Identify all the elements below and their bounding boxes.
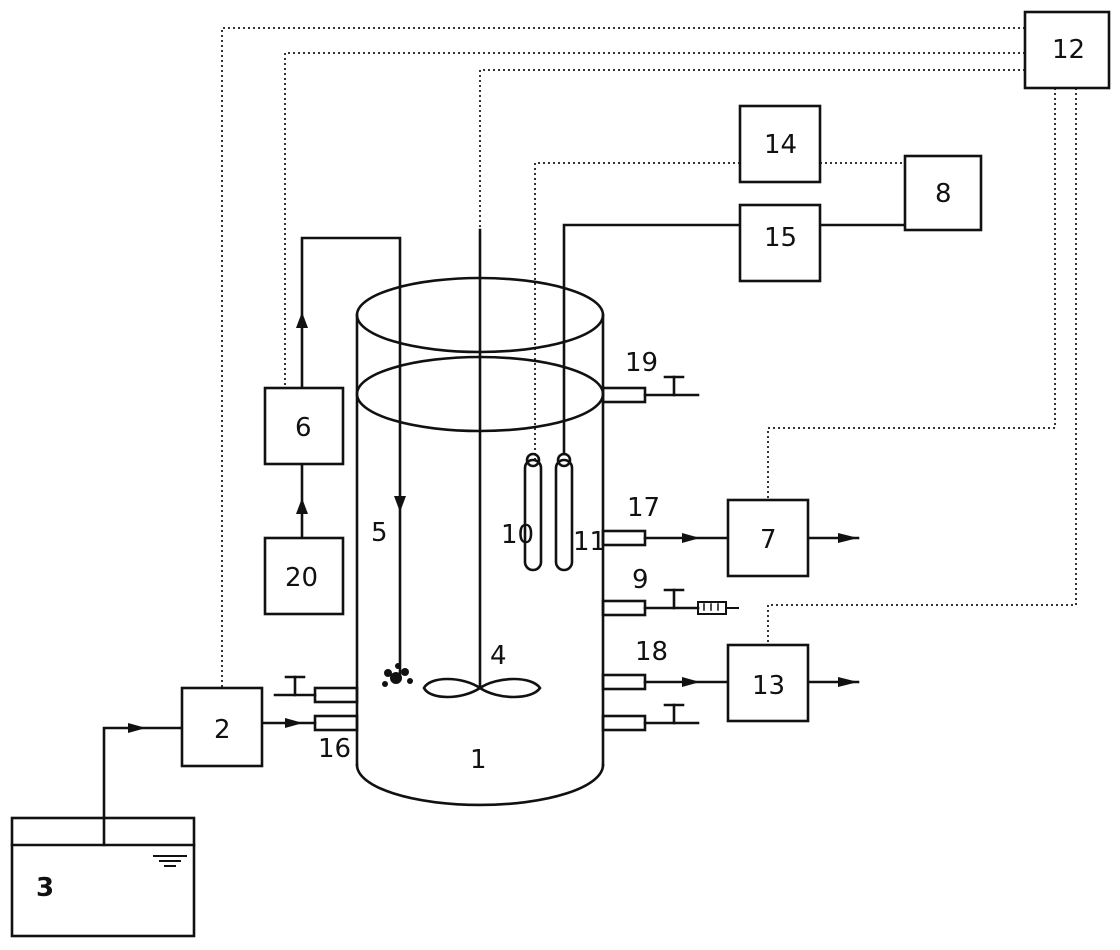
box-7 [726,498,810,578]
label-6: 6 [295,413,312,443]
flow-arrow-20-to-6 [296,498,308,514]
label-17: 17 [627,493,660,523]
right-ports [601,375,860,732]
reservoir [10,816,196,938]
box-8 [903,154,983,232]
label-2: 2 [214,715,231,745]
box-13 [726,643,810,723]
signal-line-12-to-6 [284,52,1025,388]
label-19: 19 [625,348,658,378]
control-signal-lines [221,27,1077,688]
box-6 [263,386,345,466]
signal-line-12-to-4 [479,69,1025,232]
drain-port-left [313,686,359,704]
port-9 [601,599,647,617]
flow-arrow-18-to-13 [682,677,700,687]
label-15: 15 [764,223,797,253]
label-7: 7 [760,525,777,555]
box-12 [1023,10,1111,90]
probes [523,223,907,572]
syringe-icon [697,601,739,615]
label-16: 16 [318,734,351,764]
labels: 1 2 3 4 5 6 7 8 9 10 11 12 13 14 15 16 1… [36,35,1085,903]
flow-arrow-out-13 [838,677,858,687]
probe-10 [523,458,543,572]
label-3: 3 [36,873,54,903]
inlet-piping [102,675,359,847]
stirrer [422,228,542,699]
label-11: 11 [573,527,606,557]
equipment-boxes [180,10,1111,768]
probe-10-head [525,452,541,468]
label-1: 1 [470,745,487,775]
flow-arrow-out-7 [838,533,858,543]
impeller-blade-right [477,677,542,699]
gas-line [296,236,413,687]
flow-arrow-17-to-7 [682,533,700,543]
probe-11-cable [562,223,742,456]
label-14: 14 [764,130,797,160]
label-13: 13 [752,671,785,701]
port-18 [601,673,647,691]
label-8: 8 [935,179,952,209]
label-9: 9 [632,565,649,595]
label-10: 10 [501,520,534,550]
impeller-blade-left [422,677,483,699]
flow-arrow-2-to-16 [285,718,303,728]
label-18: 18 [635,637,668,667]
reservoir-tank [10,816,196,938]
gas-flow-arrow-up [296,312,308,328]
port-17 [601,529,647,547]
signal-line-14-to-10 [534,162,740,460]
probe-11 [554,458,574,572]
label-20: 20 [285,563,318,593]
flow-arrow-3-to-2 [128,723,146,733]
signal-line-12-to-7 [767,88,1056,500]
tank-bottom [355,763,605,807]
box-2 [180,686,264,768]
box-15 [738,203,822,283]
box-14 [738,104,822,184]
box-20 [263,536,345,616]
label-4: 4 [490,641,507,671]
drain-port-right [601,714,647,732]
feed-pipe-3-to-2 [102,726,184,847]
aerator-diffuser [382,663,413,687]
gas-flow-arrow-down [394,496,406,512]
label-12: 12 [1052,35,1085,65]
signal-line-12-to-13 [767,88,1077,645]
port-19 [601,386,647,404]
inlet-port-16 [313,714,359,732]
label-5: 5 [371,518,388,548]
water-level-icon [153,855,187,867]
